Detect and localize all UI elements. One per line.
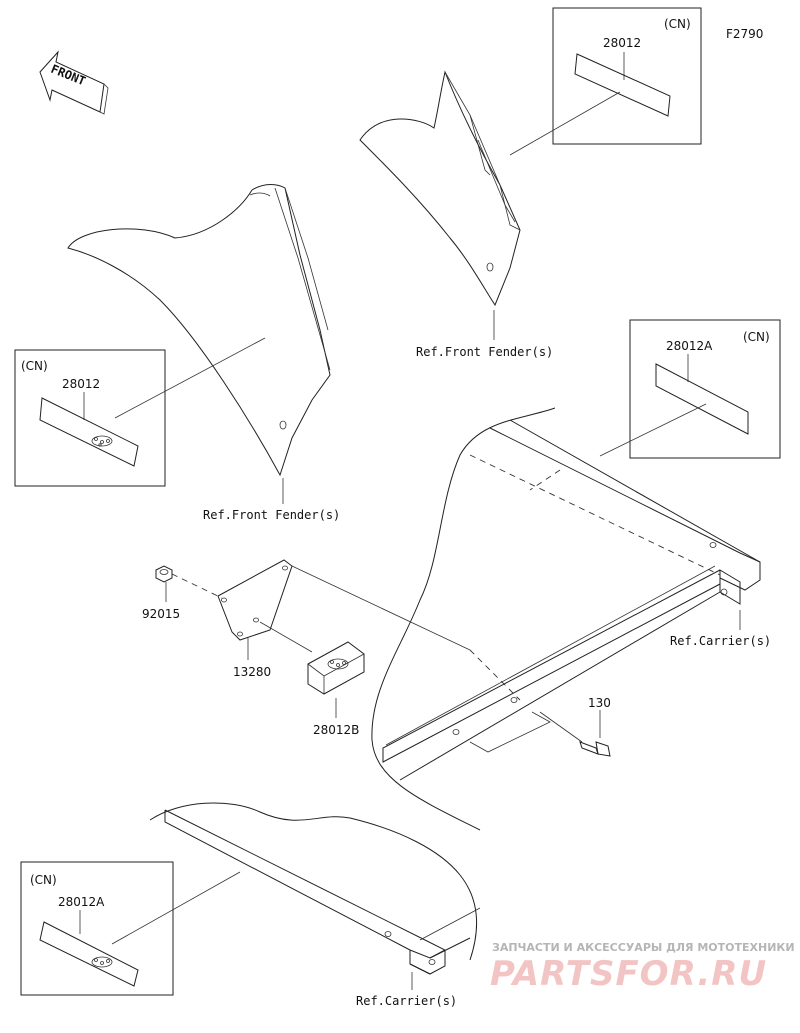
cn-box-left: (CN) 28012 [14,349,166,487]
part-28012-top-label: 28012 [603,36,641,50]
leader-28012A-bottom [111,871,241,945]
part-92015-label: 92015 [142,607,180,621]
logo-emblem-icon [91,435,113,447]
cn-box-bottom-left: (CN) 28012A [20,861,174,996]
leader-28012-top [509,91,621,156]
cn-label-right: (CN) [743,330,770,344]
cn-box-top-right: (CN) 28012 [552,7,702,145]
figure-code: F2790 [726,27,763,41]
front-arrow-icon: FRONT [39,50,109,115]
cn-label-left: (CN) [21,359,48,373]
cn-box-right: 28012A (CN) [629,319,781,459]
ref-carrier-bottom: Ref.Carrier(s) [356,994,457,1008]
watermark-brand: PARTSFOR.RU [490,954,767,994]
cn-label-top-right: (CN) [664,17,691,31]
leader-28012A-right [599,403,707,457]
watermark-tagline: ЗАПЧАСТИ И АКСЕССУАРЫ ДЛЯ МОТОТЕХНИКИ [492,941,795,954]
part-28012-left-label: 28012 [62,377,100,391]
ref-front-fender-top: Ref.Front Fender(s) [416,345,553,359]
ref-carrier-right: Ref.Carrier(s) [670,634,771,648]
front-fender-top [359,70,521,307]
front-arrow-label: FRONT [49,62,88,89]
logo-emblem-icon [327,658,349,670]
bolt-130 [539,711,611,757]
carrier-right [371,407,761,831]
leader-28012-left [114,337,266,419]
part-130-label: 130 [588,696,611,710]
part-13280-label: 13280 [233,665,271,679]
part-28012A-right-label: 28012A [666,339,713,353]
ref-front-fender-left: Ref.Front Fender(s) [203,508,340,522]
nut-92015 [155,565,173,602]
bracket-13280 [217,559,293,660]
cn-label-bottom-left: (CN) [30,873,57,887]
logo-emblem-icon [91,956,113,968]
part-28012A-bottom-label: 28012A [58,895,105,909]
emblem-28012B [307,641,365,718]
front-fender-left [67,184,331,477]
carrier-bottom [149,802,481,975]
part-28012B-label: 28012B [313,723,359,737]
